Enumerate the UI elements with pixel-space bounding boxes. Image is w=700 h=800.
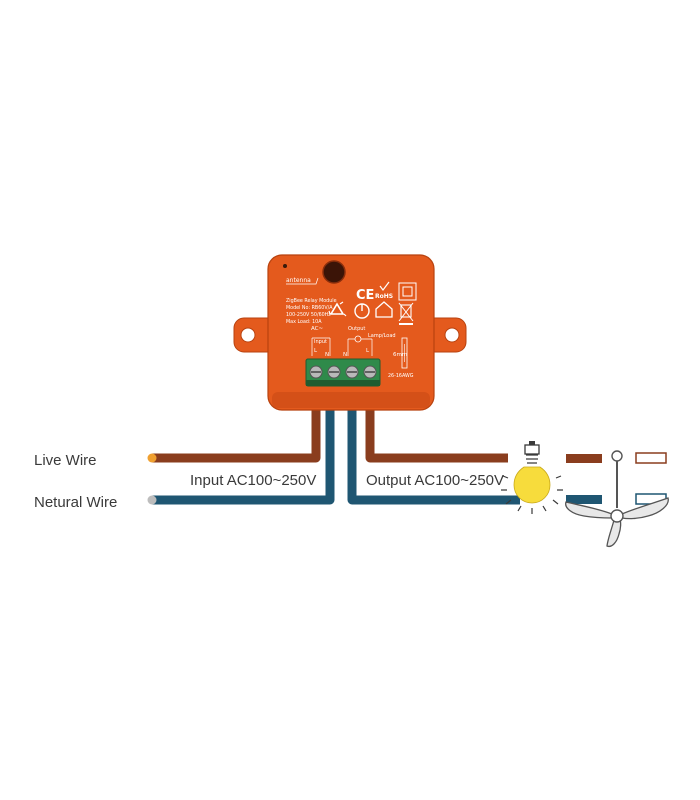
terminal-label-n2: N [343, 352, 347, 358]
fan-live-terminal [635, 452, 667, 464]
weee-bin-icon [398, 302, 414, 325]
live-wire-end-dot [147, 453, 157, 463]
terminal-screw[interactable] [327, 365, 341, 379]
ce-mark: CE [356, 288, 374, 303]
pair-button[interactable] [322, 260, 346, 284]
output-voltage-label: Output AC100~250V [366, 472, 504, 489]
ceiling-fan-icon [565, 450, 669, 548]
terminal-screw[interactable] [309, 365, 323, 379]
terminal-screw[interactable] [363, 365, 377, 379]
recycle-icon [328, 301, 347, 317]
house-icon [375, 301, 393, 318]
output-live-wire [365, 400, 508, 463]
spec-line-2: Model No: RB60V/A [286, 305, 333, 311]
wire-strip-icon [401, 337, 408, 369]
output-neutral-wire [347, 400, 520, 505]
wires [147, 400, 667, 505]
double-insulation-icon [398, 282, 417, 301]
input-voltage-label: Input AC100~250V [190, 472, 316, 489]
antenna-line [286, 277, 319, 285]
spec-line-3: 100-250V 50/60Hz [286, 312, 331, 318]
terminal-label-n1: N [325, 352, 329, 358]
rohs-mark: RoHS [375, 293, 393, 300]
status-led [283, 264, 287, 268]
input-live-wire [152, 400, 321, 463]
spec-line-4: Max Load: 10A [286, 319, 322, 325]
input-neutral-wire [152, 400, 335, 505]
fan-neutral-wire [566, 495, 602, 504]
neutral-wire-end-dot [147, 495, 157, 505]
terminal-label-l1: L [314, 348, 318, 354]
fan-live-wire [566, 454, 602, 463]
power-icon [354, 303, 370, 319]
schematic-lines [311, 337, 373, 356]
neutral-wire-label: Netural Wire [34, 494, 117, 511]
awg-label: 26-16AWG [388, 373, 414, 379]
input-label: Input [314, 339, 327, 345]
strip-length-label: 6mm [393, 352, 407, 358]
live-wire-label: Live Wire [34, 452, 97, 469]
lamp-load-label: Lamp/Load [368, 333, 396, 339]
spec-line-1: ZigBee Relay Module [286, 298, 337, 304]
terminal-block [305, 358, 381, 387]
terminal-label-l2: L [366, 348, 370, 354]
output-label: Output [348, 326, 365, 332]
relay-module: antenna ZigBee Relay Module Model No: RB… [233, 254, 467, 411]
terminal-screw[interactable] [345, 365, 359, 379]
lamp-icon [501, 441, 563, 514]
ac-label: AC~ [311, 326, 324, 332]
rohs-check-icon [379, 281, 390, 291]
antenna-label: antenna [286, 277, 311, 284]
